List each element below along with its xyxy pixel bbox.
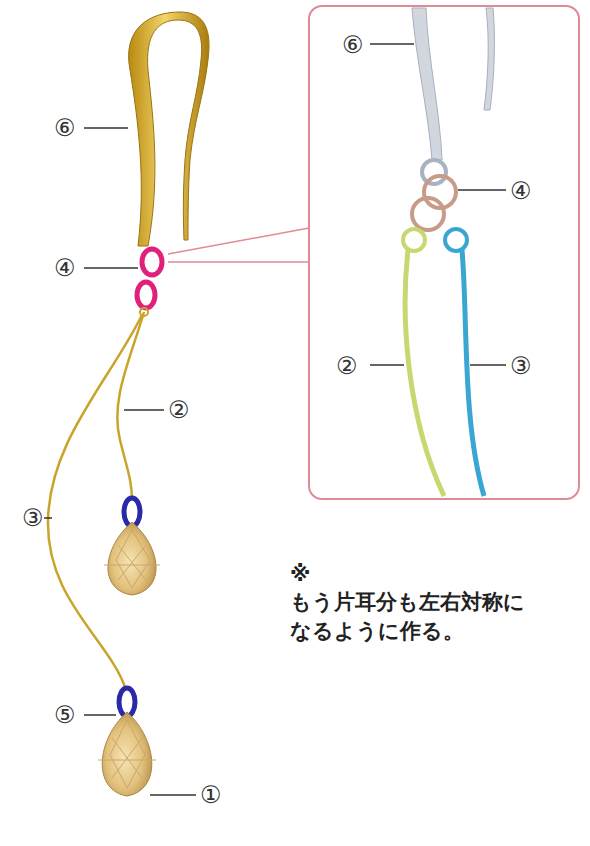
zoom-line (168, 228, 309, 254)
callout-number: ⑥ (342, 33, 364, 57)
jump-ring (142, 249, 162, 275)
leader-line (44, 128, 196, 795)
pin-loop (445, 229, 467, 251)
pin-rod (48, 315, 142, 690)
leader-line (370, 44, 506, 365)
note-text: ※もう片耳分も左右対称に なるように作る。 (290, 560, 540, 645)
pin-rod (462, 250, 484, 496)
zoom-line (168, 261, 309, 263)
jump-ring (412, 198, 444, 230)
callout-number: ③ (510, 354, 532, 378)
callout-number: ④ (510, 179, 532, 203)
callout-number: ③ (22, 506, 44, 530)
callout-number: ⑤ (54, 703, 76, 727)
hook-loop (422, 160, 446, 184)
callout-number: ④ (54, 256, 76, 280)
inset-panel: ⑥ ④ ② ③ (308, 5, 580, 500)
jump-ring (137, 282, 155, 308)
callout-number: ② (168, 398, 190, 422)
callout-number: ① (200, 783, 222, 807)
crystal (98, 712, 156, 796)
callout-number: ⑥ (54, 116, 76, 140)
pin-loop (403, 229, 425, 251)
callout-number: ② (336, 354, 358, 378)
pin-rod (405, 250, 444, 496)
pin-rod (117, 312, 144, 500)
crystal (104, 522, 160, 595)
ear-hook (412, 8, 442, 160)
ear-hook (129, 12, 209, 246)
